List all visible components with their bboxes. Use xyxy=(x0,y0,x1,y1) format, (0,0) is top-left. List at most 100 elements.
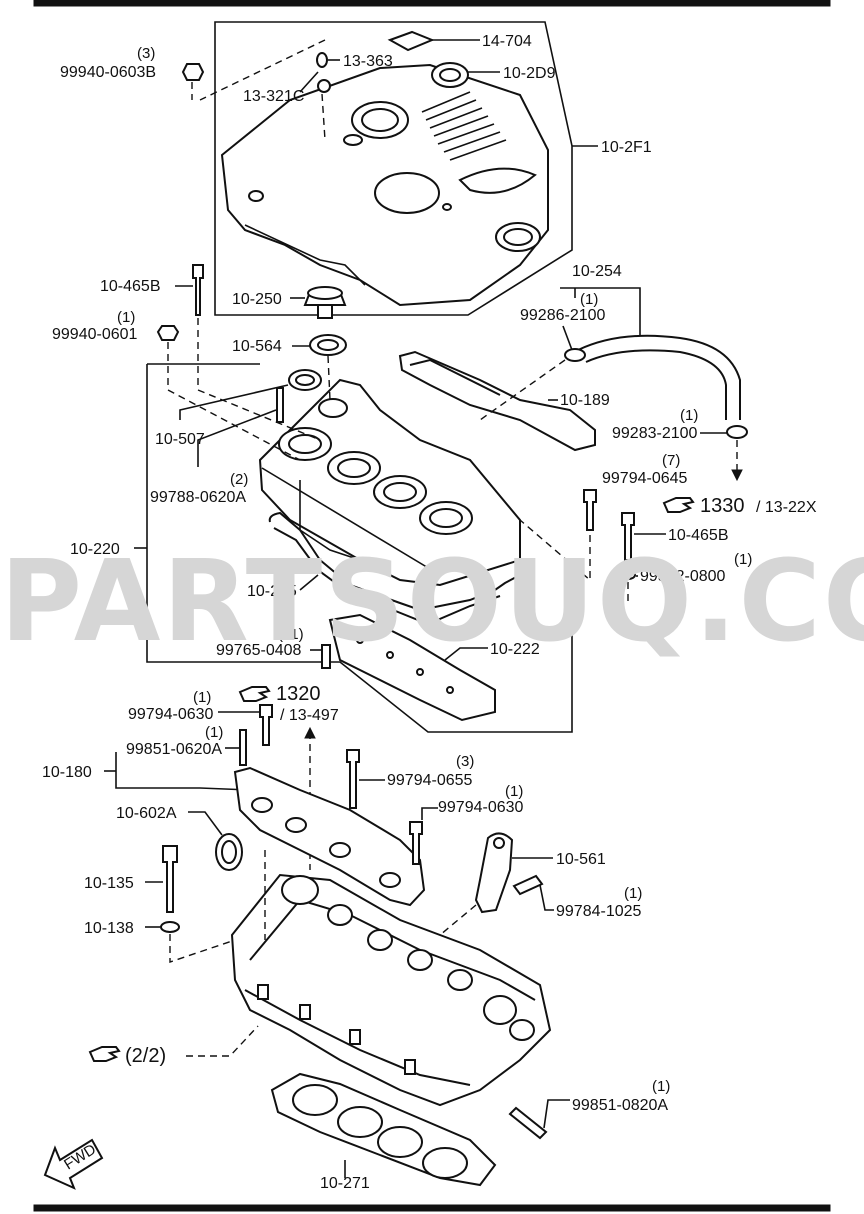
qty-99794-0655: (3) xyxy=(456,753,474,770)
stud-99851-0620A xyxy=(239,729,247,766)
nut-99940-0601 xyxy=(156,325,180,341)
bottom-rule xyxy=(33,1204,831,1212)
qty-99851-0820A: (1) xyxy=(652,1078,670,1095)
label-99765-0408: 99765-0408 xyxy=(216,642,302,659)
label-99851-0820A: 99851-0820A xyxy=(572,1097,668,1114)
pointing-hand-icon xyxy=(662,497,695,513)
head-cover-group: 10-220 10-235 10-222 (11) 99765-0408 10-… xyxy=(52,263,817,733)
bolt-10-465B-top xyxy=(192,264,204,316)
label-10-271: 10-271 xyxy=(320,1175,370,1192)
cylinder-head-group: 1320 / 13-497 (1) 99794-0630 (1) 99851-0… xyxy=(42,683,670,1192)
cover-group-frame xyxy=(214,21,573,316)
grommet-13-363 xyxy=(316,52,328,68)
cover-grille xyxy=(421,91,507,161)
label-10-465B-mid: 10-465B xyxy=(668,527,729,544)
hose-10-254 xyxy=(577,334,741,420)
washer-10-138 xyxy=(160,921,180,933)
gasket-10-235 xyxy=(268,511,521,612)
label-99794-0630-b: 99794-0630 xyxy=(438,799,524,816)
qty-99283-2100: (1) xyxy=(680,407,698,424)
label-10-250: 10-250 xyxy=(232,291,282,308)
clamp-99286-2100 xyxy=(564,348,586,362)
top-rule xyxy=(33,0,831,7)
engine-cover-group: 14-704 10-2D9 13-363 13-321C (3) 99940-0… xyxy=(60,21,652,316)
sticker-14-704 xyxy=(387,30,435,52)
cylinder-head xyxy=(230,873,552,1107)
label-99794-0630-a: 99794-0630 xyxy=(128,706,214,723)
label-99784-1025: 99784-1025 xyxy=(556,903,642,920)
label-13-363: 13-363 xyxy=(343,53,393,70)
label-1330-sub: / 13-22X xyxy=(756,499,817,516)
qty-99794-0645: (7) xyxy=(662,452,680,469)
label-99940-0603B: 99940-0603B xyxy=(60,64,156,81)
bolt-10-465B-mid xyxy=(621,512,635,561)
qty-99788-0620A: (2) xyxy=(230,471,248,488)
qty-99851-0620A: (1) xyxy=(205,724,223,741)
fwd-arrow-icon: FWD xyxy=(43,1138,104,1190)
bushing-13-321C xyxy=(317,79,331,93)
label-99794-0645: 99794-0645 xyxy=(602,470,688,487)
pointing-hand-icon xyxy=(88,1046,121,1062)
label-10-220: 10-220 xyxy=(70,541,120,558)
qty-99940-0603B: (3) xyxy=(137,45,155,62)
label-13-321C: 13-321C xyxy=(243,88,304,105)
label-10-564: 10-564 xyxy=(232,338,282,355)
qty-99794-0630-a: (1) xyxy=(193,689,211,706)
watermark: PARTSOUQ.COM xyxy=(0,537,864,667)
label-99283-2100: 99283-2100 xyxy=(612,425,698,442)
label-99940-0601: 99940-0601 xyxy=(52,326,138,343)
cover-logo xyxy=(458,167,537,194)
ref-1320: 1320 / 13-497 xyxy=(238,683,339,724)
label-10-135: 10-135 xyxy=(84,875,134,892)
qty-99286-2100: (1) xyxy=(580,291,598,308)
intake-manifold-10-180 xyxy=(233,766,426,907)
label-10-561: 10-561 xyxy=(556,851,606,868)
baffle-10-222 xyxy=(328,613,496,722)
label-10-507: 10-507 xyxy=(155,431,205,448)
bolt-10-135 xyxy=(162,845,178,913)
nut-99940-0603B xyxy=(181,63,205,81)
label-99794-0655: 99794-0655 xyxy=(387,772,473,789)
label-99286-2100: 99286-2100 xyxy=(520,307,606,324)
bolt-99794-0630-b xyxy=(409,821,423,865)
label-10-222: 10-222 xyxy=(490,641,540,658)
label-2-2: (2/2) xyxy=(125,1045,166,1067)
label-10-465B-top: 10-465B xyxy=(100,278,161,295)
head-cover-frame xyxy=(146,363,573,733)
stud-99788-0620A xyxy=(276,387,284,423)
label-1320-sub: / 13-497 xyxy=(280,707,339,724)
label-10-235: 10-235 xyxy=(247,583,297,600)
bolt-99794-0655 xyxy=(346,749,360,809)
bolt-99794-0630-a xyxy=(259,704,273,746)
ref-2-2: (2/2) xyxy=(88,1025,259,1067)
label-10-254: 10-254 xyxy=(572,263,622,280)
clamp-99283-2100 xyxy=(726,425,748,439)
label-1320: 1320 xyxy=(276,683,321,705)
bolt-99784-1025 xyxy=(512,874,544,896)
stud-99851-0820A xyxy=(508,1106,548,1140)
label-1330: 1330 xyxy=(700,495,745,517)
ref-1330: 1330 / 13-22X xyxy=(662,495,817,517)
label-10-138: 10-138 xyxy=(84,920,134,937)
label-99851-0620A: 99851-0620A xyxy=(126,741,222,758)
screw-99765-0408 xyxy=(321,644,331,669)
qty-99784-1025: (1) xyxy=(624,885,642,902)
label-10-180: 10-180 xyxy=(42,764,92,781)
label-10-189: 10-189 xyxy=(560,392,610,409)
label-99788-0620A: 99788-0620A xyxy=(150,489,246,506)
shield-10-189 xyxy=(398,350,596,452)
qty-99794-0630-b: (1) xyxy=(505,783,523,800)
label-14-704: 14-704 xyxy=(482,33,532,50)
bolt-99794-0645 xyxy=(583,489,597,531)
qty-99940-0601: (1) xyxy=(117,309,135,326)
qty-99765-0408: (11) xyxy=(278,626,304,643)
label-10-602A: 10-602A xyxy=(116,805,177,822)
washer-99562-0800 xyxy=(620,570,636,580)
cover-port-2 xyxy=(374,172,440,214)
hanger-10-561 xyxy=(474,832,514,914)
qty-99562-0800: (1) xyxy=(734,551,752,568)
label-10-2D9: 10-2D9 xyxy=(503,65,556,82)
pointing-hand-icon xyxy=(238,686,271,702)
